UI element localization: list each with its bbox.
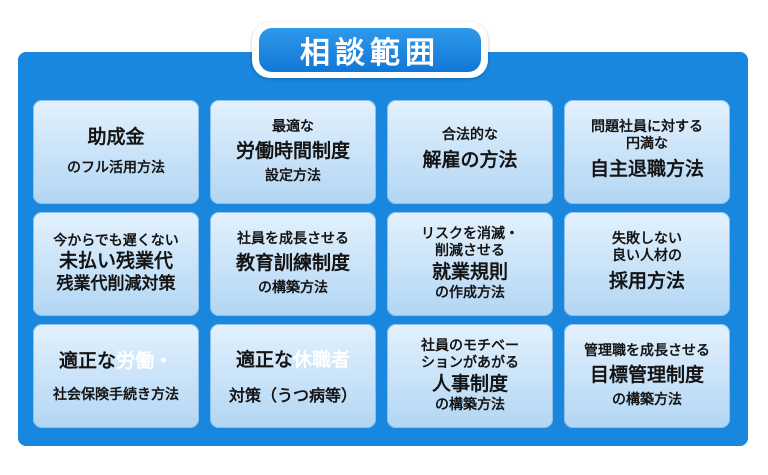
card-heading: 就業規則 — [431, 260, 508, 283]
card-text: 設定方法 — [265, 167, 321, 184]
card-heading: 適正な労働・ — [59, 350, 173, 374]
card-heading: 自主退職方法 — [589, 157, 704, 180]
card-heading: 解雇の方法 — [422, 148, 518, 171]
title-tab: 相談範囲 — [252, 22, 488, 78]
card-subsidy[interactable]: 助成金 のフル活用方法 — [33, 100, 199, 204]
topic-grid: 助成金 のフル活用方法 最適な 労働時間制度 設定方法 合法的な 解雇の方法 問… — [33, 100, 730, 428]
card-text: 最適な — [272, 118, 314, 135]
card-heading: 労働時間制度 — [235, 140, 350, 163]
card-text: 失敗しない — [612, 230, 682, 247]
card-text: 社会保険手続き方法 — [53, 387, 179, 404]
card-heading: 採用方法 — [608, 269, 685, 292]
card-working-hours[interactable]: 最適な 労働時間制度 設定方法 — [210, 100, 376, 204]
card-overtime[interactable]: 今からでも遅くない 未払い残業代 残業代削減対策 — [33, 212, 199, 316]
card-heading: 適正な休職者 — [236, 349, 350, 373]
card-heading-part: 適正な — [58, 350, 116, 373]
card-text: の構築方法 — [435, 396, 505, 413]
card-text: 社員を成長させる — [237, 230, 349, 247]
card-text: 社員のモチベー — [421, 337, 519, 354]
card-text: のフル活用方法 — [67, 160, 165, 177]
card-text: の構築方法 — [258, 279, 328, 296]
card-heading: 人事制度 — [431, 372, 508, 395]
card-voluntary-resignation[interactable]: 問題社員に対する 円満な 自主退職方法 — [564, 100, 730, 204]
card-heading-part: 適正な — [235, 349, 293, 372]
card-text: リスクを消滅・ — [421, 225, 519, 242]
card-text: ションがあがる — [421, 355, 519, 372]
card-training[interactable]: 社員を成長させる 教育訓練制度 の構築方法 — [210, 212, 376, 316]
card-text: 良い人材の — [612, 248, 682, 265]
card-heading: 目標管理制度 — [589, 364, 704, 387]
card-text: 削減させる — [435, 243, 505, 260]
card-heading: 助成金 — [87, 126, 145, 149]
card-text: 合法的な — [442, 127, 498, 144]
card-text: 対策（うつ病等） — [228, 385, 357, 405]
card-hiring[interactable]: 失敗しない 良い人材の 採用方法 — [564, 212, 730, 316]
card-text: の構築方法 — [612, 391, 682, 408]
card-dismissal[interactable]: 合法的な 解雇の方法 — [387, 100, 553, 204]
card-text: 円満な — [626, 136, 668, 153]
card-hr-system[interactable]: 社員のモチベー ションがあがる 人事制度 の構築方法 — [387, 324, 553, 428]
card-text: 今からでも遅くない — [53, 232, 179, 249]
card-text: 問題社員に対する — [591, 118, 703, 135]
card-heading-highlight: 休職者 — [293, 349, 351, 372]
card-heading: 未払い残業代 — [58, 250, 173, 273]
card-labor-insurance[interactable]: 適正な労働・ 社会保険手続き方法 — [33, 324, 199, 428]
card-heading: 残業代削減対策 — [56, 274, 176, 294]
page-title: 相談範囲 — [259, 28, 481, 72]
card-text: の作成方法 — [435, 284, 505, 301]
card-work-rules[interactable]: リスクを消滅・ 削減させる 就業規則 の作成方法 — [387, 212, 553, 316]
card-heading: 教育訓練制度 — [235, 252, 350, 275]
card-goal-management[interactable]: 管理職を成長させる 目標管理制度 の構築方法 — [564, 324, 730, 428]
card-heading-highlight: 労働・ — [116, 350, 174, 373]
card-text: 管理職を成長させる — [584, 342, 710, 359]
card-leave[interactable]: 適正な休職者 対策（うつ病等） — [210, 324, 376, 428]
